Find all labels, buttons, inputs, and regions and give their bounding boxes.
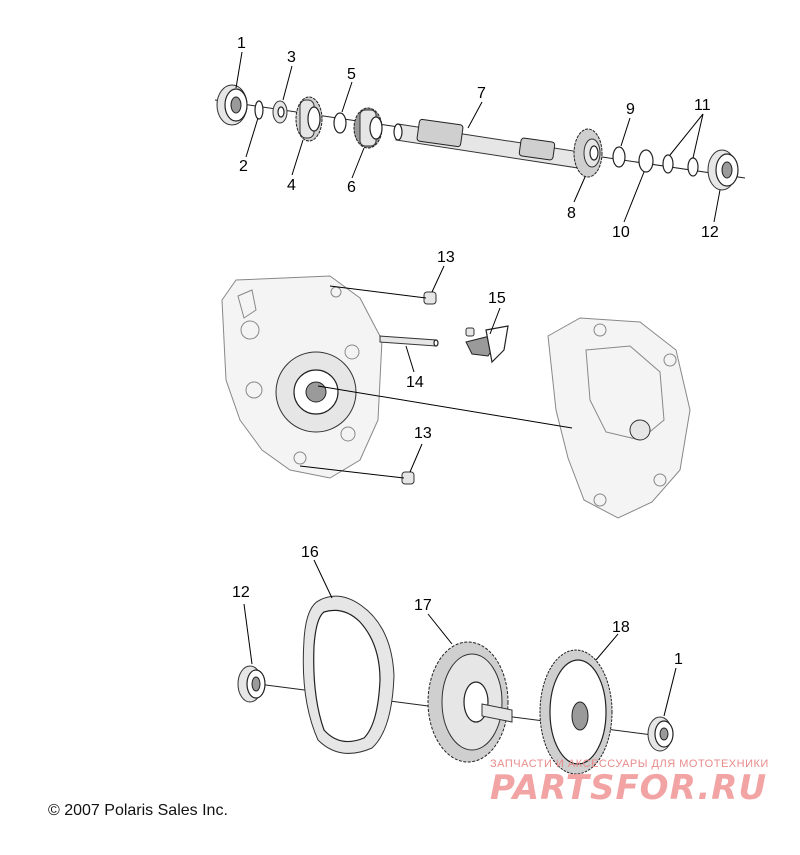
callout-5: 5 [347, 66, 356, 83]
part-5-ring [333, 112, 347, 134]
part-1-bearing [216, 84, 248, 126]
callout-14: 14 [406, 374, 424, 391]
copyright-notice: © 2007 Polaris Sales Inc. [48, 802, 228, 819]
part-12-bearing-lower [237, 665, 266, 703]
case-assembly [221, 265, 691, 519]
part-10-washer [638, 149, 654, 173]
part-8-gear [573, 128, 603, 178]
callout-4: 4 [287, 177, 296, 194]
callout-17: 17 [414, 597, 432, 614]
callout-9: 9 [626, 101, 635, 118]
part-1-bearing-lower [647, 716, 674, 752]
callout-8: 8 [567, 205, 576, 222]
part-11-circlip-a [662, 154, 674, 174]
right-case-half [547, 317, 691, 519]
callout-13-lower: 13 [414, 425, 432, 442]
callout-13-upper: 13 [437, 249, 455, 266]
drive-assembly [237, 559, 677, 775]
part-17-driven-gear [427, 641, 513, 763]
callout-11: 11 [694, 97, 711, 114]
left-case-half [221, 275, 383, 479]
watermark-tagline: ЗАПЧАСТИ И АКСЕССУАРЫ ДЛЯ МОТОТЕХНИКИ [490, 758, 769, 770]
callout-12-top: 12 [701, 224, 719, 241]
part-6-dog-gear [353, 107, 383, 149]
part-12-bearing [707, 149, 739, 191]
shaft-assembly [214, 51, 746, 223]
callout-7: 7 [477, 85, 486, 102]
part-11-circlip-b [687, 157, 699, 177]
part-3-washer [272, 100, 288, 124]
part-16-drive-chain [302, 595, 395, 754]
part-15-shift-fork [465, 325, 509, 364]
callout-15: 15 [488, 290, 506, 307]
callout-16: 16 [301, 544, 319, 561]
part-14-shift-shaft [379, 335, 439, 347]
callout-18: 18 [612, 619, 630, 636]
callout-10: 10 [612, 224, 630, 241]
part-4-gear [295, 96, 323, 142]
callout-3: 3 [287, 49, 296, 66]
part-18-drive-gear [539, 649, 613, 775]
part-9-ring [612, 146, 626, 168]
callout-1-top: 1 [237, 35, 246, 52]
callout-12-bottom: 12 [232, 584, 250, 601]
watermark: ЗАПЧАСТИ И АКСЕССУАРЫ ДЛЯ МОТОТЕХНИКИ PA… [490, 758, 790, 808]
watermark-logo: PARTSFOR.RU [490, 768, 768, 808]
callout-6: 6 [347, 179, 356, 196]
callout-labels: 1 3 5 7 9 11 2 4 6 8 10 12 13 15 14 13 1… [232, 35, 719, 668]
callout-2: 2 [239, 158, 248, 175]
part-7-main-shaft [393, 118, 581, 169]
callout-1-bottom: 1 [674, 651, 683, 668]
part-2-circlip [254, 100, 264, 120]
